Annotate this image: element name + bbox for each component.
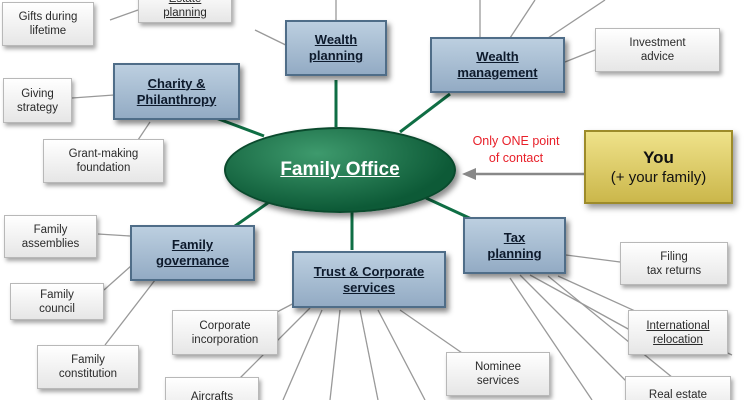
leaf-corporate-incorporation: Corporate incorporation bbox=[172, 310, 278, 355]
wealth-management-label: Wealth management bbox=[457, 49, 538, 80]
leaf-giving-label: Giving strategy bbox=[17, 87, 58, 114]
leaf-family-assemblies: Family assemblies bbox=[4, 215, 97, 258]
leaf-realestate-label: Real estate bbox=[648, 389, 708, 400]
leaf-filing-label: Filing tax returns bbox=[646, 250, 702, 277]
leaf-estate-label: Estate planning bbox=[163, 0, 207, 19]
leaf-giving-strategy: Giving strategy bbox=[3, 78, 72, 123]
leaf-investment-advice: Investment advice bbox=[595, 28, 720, 72]
wealth-management-box: Wealth management bbox=[430, 37, 565, 93]
client-title: You bbox=[643, 147, 674, 167]
leaf-investment-label: Investment advice bbox=[629, 37, 686, 63]
charity-philanthropy-box: Charity & Philanthropy bbox=[113, 63, 240, 120]
family-governance-label: Family governance bbox=[156, 237, 229, 268]
leaf-grant-label: Grant-making foundation bbox=[68, 148, 139, 174]
leaf-gifts-label: Gifts during lifetime bbox=[18, 11, 78, 37]
leaf-council-label: Family council bbox=[39, 288, 75, 315]
leaf-relocation-label: International relocation bbox=[646, 319, 710, 346]
leaf-family-constitution: Family constitution bbox=[37, 345, 139, 389]
client-subtitle: (+ your family) bbox=[610, 168, 707, 186]
leaf-grant-making-foundation: Grant-making foundation bbox=[43, 139, 164, 183]
leaf-aircrafts-label: Aircrafts bbox=[190, 391, 234, 400]
family-office-hub: Family Office bbox=[224, 127, 456, 213]
family-governance-box: Family governance bbox=[130, 225, 255, 281]
contact-note: Only ONE point of contact bbox=[472, 134, 560, 165]
arrow-to-hub bbox=[462, 168, 584, 180]
leaf-assemblies-label: Family assemblies bbox=[21, 223, 80, 250]
tax-planning-box: Tax planning bbox=[463, 217, 566, 274]
leaf-gifts-during-lifetime: Gifts during lifetime bbox=[2, 2, 94, 46]
client-box: You (+ your family) bbox=[584, 130, 733, 204]
connector-wealth-management bbox=[399, 92, 451, 134]
leaf-estate-planning: Estate planning bbox=[138, 0, 232, 23]
trust-corporate-label: Trust & Corporate services bbox=[313, 263, 425, 295]
leaf-aircrafts: Aircrafts bbox=[165, 377, 259, 400]
leaf-family-council: Family council bbox=[10, 283, 104, 320]
leaf-real-estate: Real estate bbox=[625, 376, 731, 400]
leaf-constitution-label: Family constitution bbox=[58, 354, 118, 380]
leaf-nominee-label: Nominee services bbox=[474, 361, 522, 387]
wealth-planning-box: Wealth planning bbox=[285, 20, 387, 76]
leaf-nominee-services: Nominee services bbox=[446, 352, 550, 396]
leaf-filing-tax-returns: Filing tax returns bbox=[620, 242, 728, 285]
tax-planning-label: Tax planning bbox=[487, 229, 542, 261]
hub-label: Family Office bbox=[280, 159, 400, 180]
trust-corporate-box: Trust & Corporate services bbox=[292, 251, 446, 308]
leaf-incorporation-label: Corporate incorporation bbox=[191, 319, 259, 346]
charity-philanthropy-label: Charity & Philanthropy bbox=[136, 75, 217, 107]
leaf-international-relocation: International relocation bbox=[628, 310, 728, 355]
wealth-planning-label: Wealth planning bbox=[308, 32, 364, 63]
